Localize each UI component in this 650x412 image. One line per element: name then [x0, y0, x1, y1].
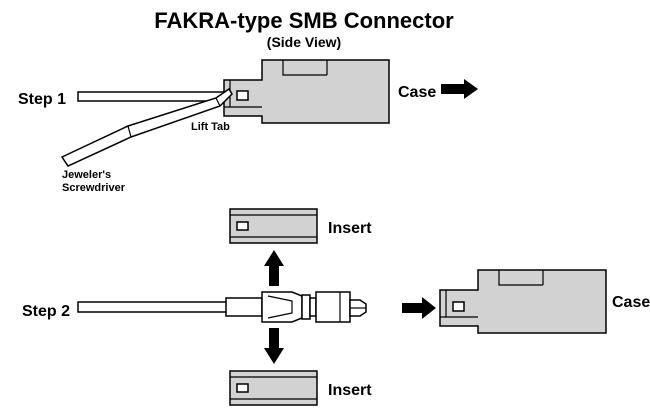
step1-case: [223, 59, 390, 124]
step1-label: Step 1: [18, 91, 66, 108]
step2-up-arrow: [264, 250, 284, 286]
step1-latch-window: [236, 90, 249, 101]
step2-cable: [77, 301, 229, 313]
lift-tab-label: Lift Tab: [191, 121, 230, 133]
step2-contact-head: [315, 291, 351, 323]
step2-collar-b: [309, 297, 317, 317]
step1-case-arrow: [441, 79, 478, 99]
insert-top-window: [236, 221, 249, 231]
screwdriver-icon: [60, 87, 233, 167]
screwdriver-label-line1: Jeweler's: [62, 169, 111, 181]
insert-top-label: Insert: [328, 220, 372, 237]
step2-case-window: [452, 301, 465, 312]
step2-label: Step 2: [22, 303, 70, 320]
step2-case: [439, 269, 607, 334]
step1-case-label: Case: [398, 84, 436, 101]
screwdriver-tip-edge: [215, 97, 221, 107]
step1-group: Step 1 Case Lift Tab Jeweler's Screwdriv…: [18, 59, 478, 194]
diagram-title: FAKRA-type SMB Connector: [154, 8, 454, 33]
step2-collar-a: [301, 294, 311, 320]
insert-bottom-label: Insert: [328, 382, 372, 399]
screwdriver-label-line2: Screwdriver: [62, 182, 126, 194]
diagram-subtitle: (Side View): [267, 34, 341, 50]
step2-down-arrow: [264, 328, 284, 364]
step2-case-label: Case: [612, 294, 650, 311]
insert-bottom-window: [236, 383, 249, 393]
step2-case-slot: [498, 270, 543, 286]
step2-contact-taper: [267, 295, 293, 319]
step2-right-arrow: [402, 297, 436, 319]
step2-ferrule: [225, 297, 263, 317]
screwdriver-ferrule: [127, 125, 132, 138]
step2-group: Step 2 Insert Insert: [22, 208, 650, 406]
step1-slot-line: [282, 60, 327, 76]
step1-cable: [77, 91, 227, 102]
